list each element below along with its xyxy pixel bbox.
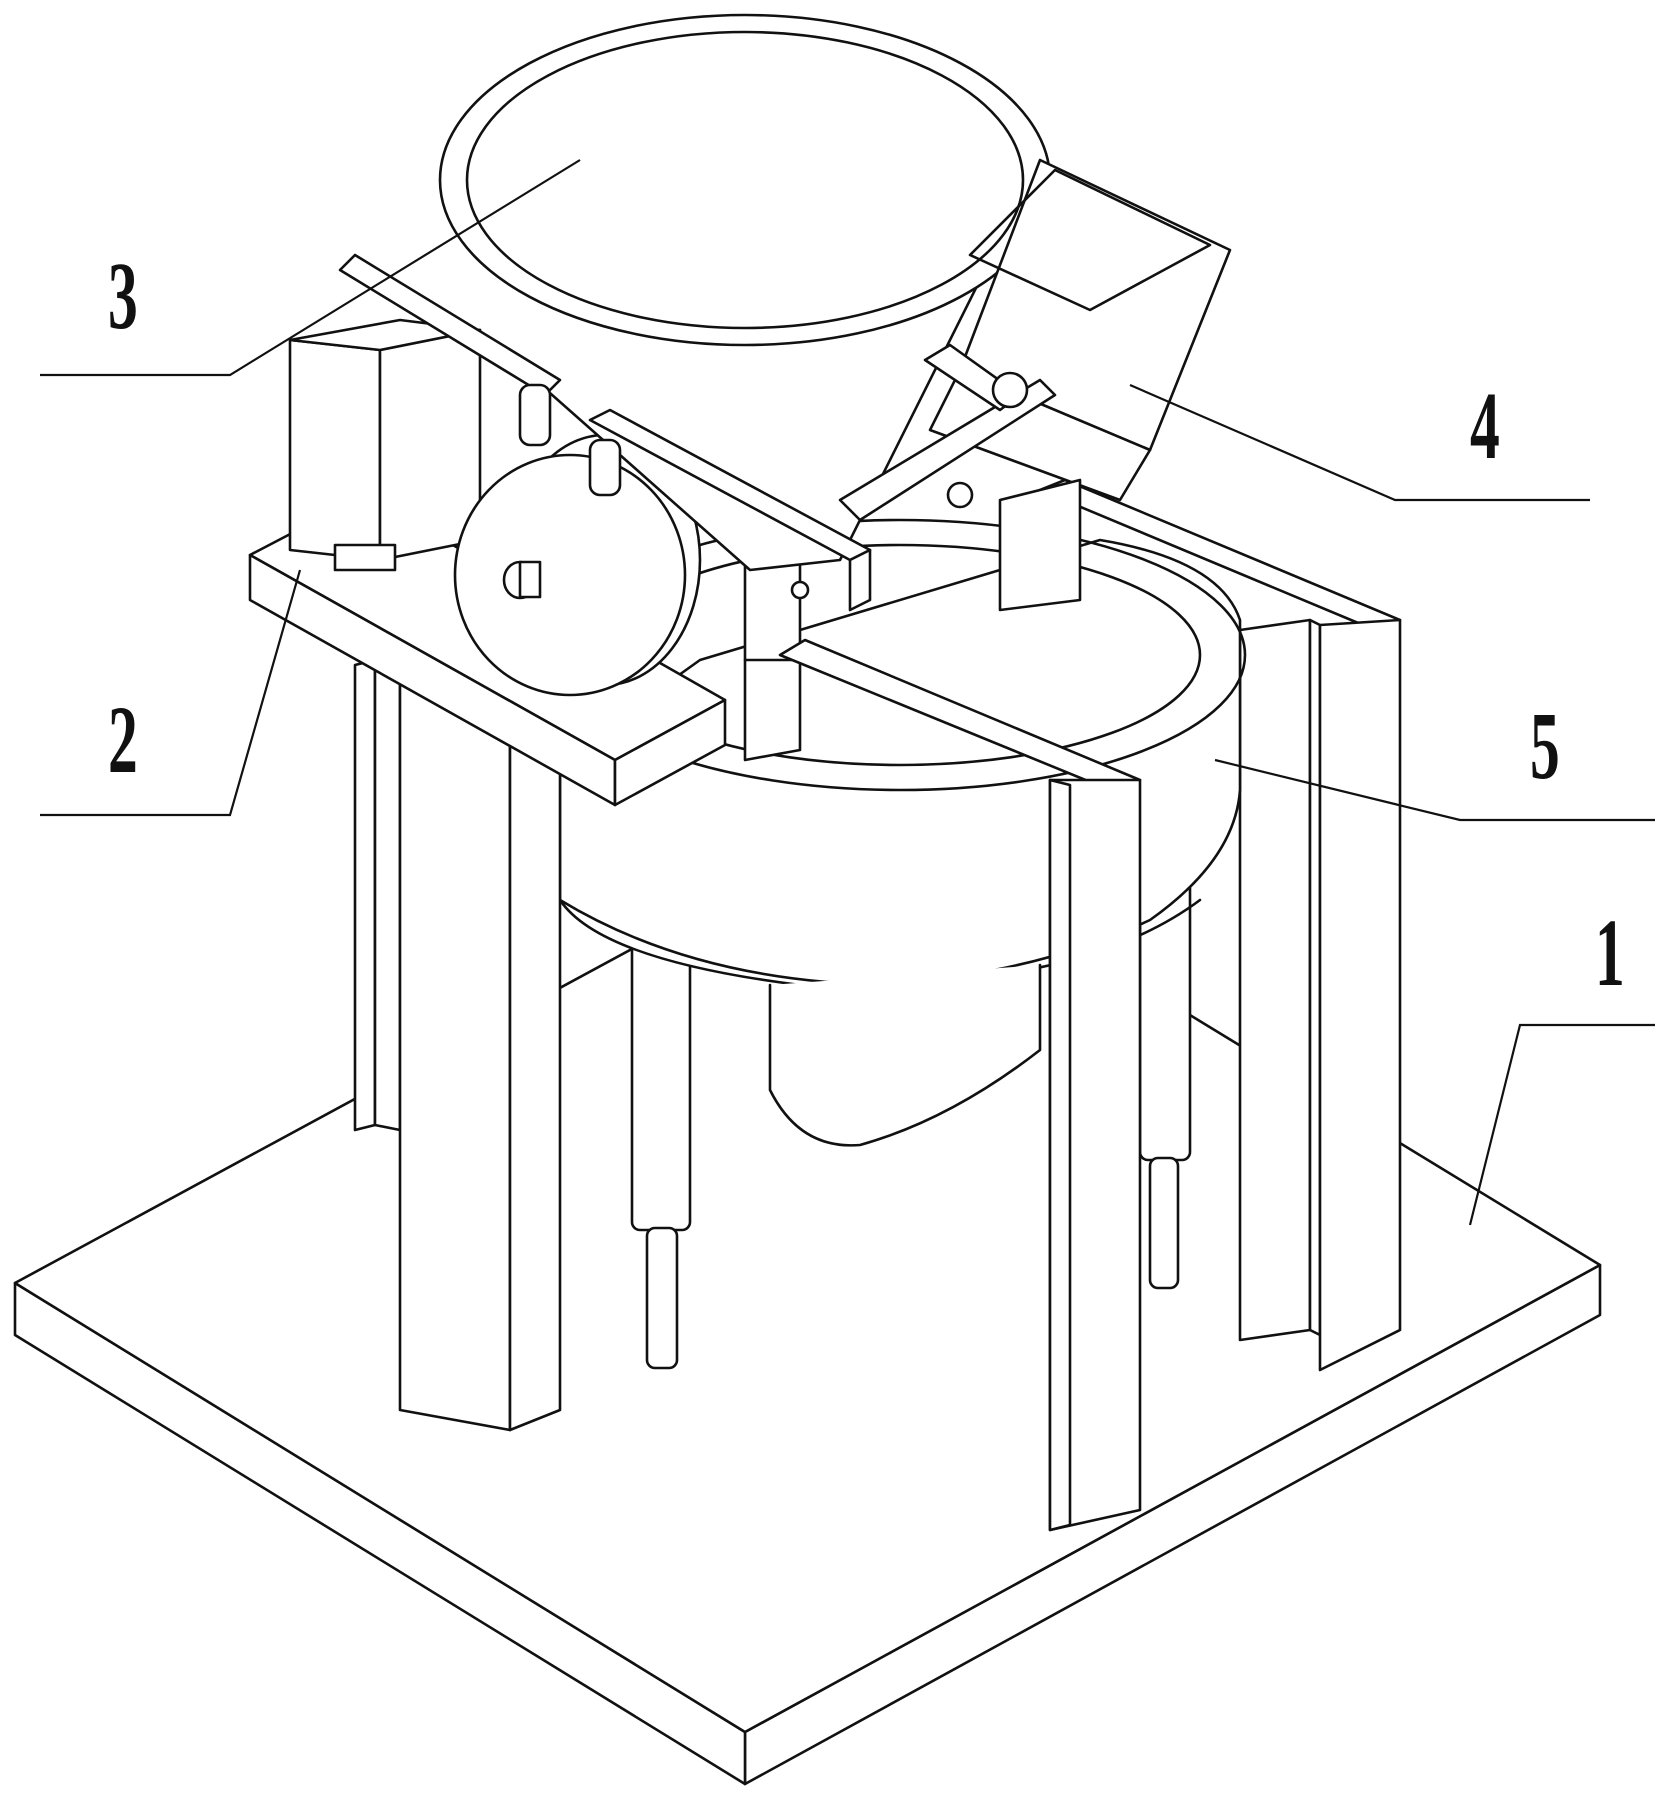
pulley-disc: [453, 433, 702, 697]
leader-lines: [40, 159, 1655, 1226]
hopper: [438, 13, 1052, 572]
lower-cylinder-left: [630, 928, 692, 1370]
front-right-bracket: [778, 638, 1142, 1532]
label-5: 5: [1530, 692, 1560, 799]
motor-box: [288, 318, 482, 572]
rear-left-leg: [353, 658, 402, 1132]
center-post: [743, 553, 802, 762]
front-left-leg: [398, 663, 562, 1432]
left-arm: [338, 253, 872, 612]
label-3: 3: [108, 242, 138, 349]
rear-right-leg: [1238, 618, 1322, 1342]
chute: [928, 158, 1232, 612]
base-plate: [13, 818, 1602, 1786]
rear-right-bracket: [1038, 478, 1402, 1372]
label-2: 2: [108, 686, 138, 793]
right-arm: [790, 343, 1057, 600]
label-1: 1: [1595, 899, 1625, 1006]
label-4: 4: [1470, 372, 1500, 479]
